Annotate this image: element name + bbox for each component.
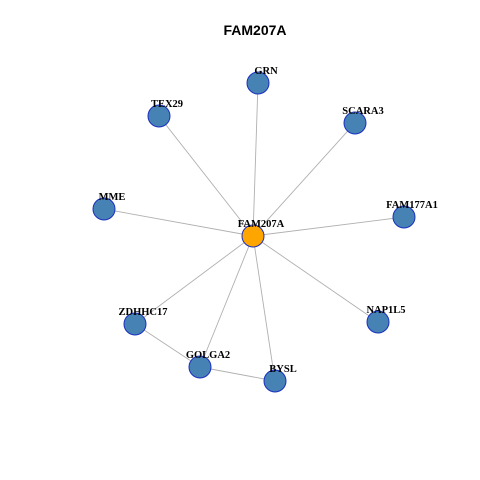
node-circle-zdhhc17 [123, 312, 147, 336]
edge-golga2-zdhhc17 [134, 323, 201, 368]
edge-fam207a-nap1l5 [252, 235, 379, 323]
node-label-scara3: SCARA3 [342, 106, 383, 117]
edge-golga2-bysl [199, 366, 276, 382]
edges-layer [103, 82, 405, 382]
node-circle-nap1l5 [366, 310, 390, 334]
node-grn: GRN [246, 66, 278, 95]
edge-fam207a-fam177a1 [252, 216, 405, 237]
node-scara3: SCARA3 [342, 106, 384, 135]
edge-fam207a-mme [103, 208, 254, 237]
node-circle-mme [92, 197, 116, 221]
edge-fam207a-bysl [252, 235, 276, 382]
node-label-tex29: TEX29 [151, 99, 183, 110]
node-label-fam177a1: FAM177A1 [386, 200, 438, 211]
edge-fam207a-grn [252, 82, 259, 237]
node-label-nap1l5: NAP1L5 [366, 305, 405, 316]
node-label-golga2: GOLGA2 [186, 350, 230, 361]
node-label-zdhhc17: ZDHHC17 [118, 307, 167, 318]
node-bysl: BYSL [263, 364, 297, 393]
edge-fam207a-tex29 [158, 115, 254, 237]
node-tex29: TEX29 [147, 99, 183, 128]
node-circle-bysl [263, 369, 287, 393]
node-circle-fam207a [241, 224, 265, 248]
node-circle-grn [246, 71, 270, 95]
node-fam177a1: FAM177A1 [386, 200, 438, 229]
edge-fam207a-scara3 [252, 122, 356, 237]
node-label-mme: MME [99, 192, 126, 203]
node-circle-fam177a1 [392, 205, 416, 229]
node-label-bysl: BYSL [269, 364, 296, 375]
node-circle-scara3 [343, 111, 367, 135]
node-circle-tex29 [147, 104, 171, 128]
node-golga2: GOLGA2 [186, 350, 230, 379]
node-mme: MME [92, 192, 126, 221]
node-zdhhc17: ZDHHC17 [118, 307, 168, 336]
node-label-fam207a: FAM207A [238, 219, 285, 230]
node-circle-golga2 [188, 355, 212, 379]
graph-title: FAM207A [223, 22, 286, 38]
node-fam207a: FAM207A [238, 219, 285, 248]
node-label-grn: GRN [254, 66, 278, 77]
edge-fam207a-zdhhc17 [134, 235, 254, 325]
edge-fam207a-golga2 [199, 235, 254, 368]
node-nap1l5: NAP1L5 [366, 305, 406, 334]
